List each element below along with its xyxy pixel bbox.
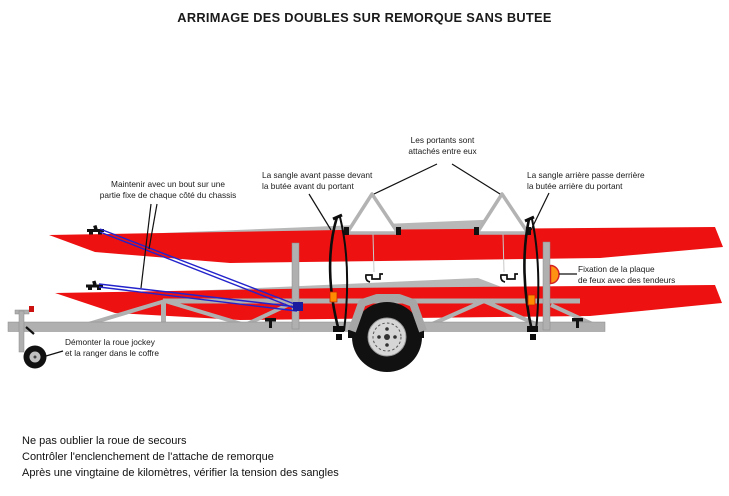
light-board <box>549 264 560 285</box>
footer-note: Ne pas oublier la roue de secours <box>22 435 187 447</box>
footer-note: Après une vingtaine de kilomètres, vérif… <box>22 467 339 480</box>
annotation-rear-strap: La sangle arrière passe derrière la buté… <box>527 170 645 191</box>
hook-icon <box>364 273 383 283</box>
rear-post <box>542 241 551 331</box>
main-beam <box>7 321 606 332</box>
annotation-line: Les portants sont <box>410 135 475 145</box>
leader-rear-strap <box>530 192 550 231</box>
annotation-front-strap: La sangle avant passe devant la butée av… <box>262 170 372 191</box>
leader-maintain-b <box>148 203 158 250</box>
portant-rear <box>474 192 531 273</box>
tie-hooks <box>364 273 518 283</box>
leader-jockey <box>45 350 64 357</box>
jockey-wheel <box>14 306 47 369</box>
annotation-line: de feux avec des tendeurs <box>578 274 676 285</box>
strap-front-buckle <box>329 291 338 303</box>
annotation-line: la butée arrière du portant <box>527 180 623 191</box>
mid-post <box>291 242 300 330</box>
annotation-supports-attached: Les portants sont attachés entre eux <box>394 135 491 156</box>
boat-upper <box>49 219 723 263</box>
annotation-line: La sangle avant passe devant <box>262 170 373 180</box>
annotation-line: partie fixe de chaque côté du chassis <box>99 189 237 200</box>
page-title: ARRIMAGE DES DOUBLES SUR REMORQUE SANS B… <box>177 10 552 25</box>
rope-anchor-point <box>293 302 303 311</box>
annotation-light-board: Fixation de la plaque de feux avec des t… <box>578 264 675 285</box>
boat-upper-hull <box>49 227 723 263</box>
mudguard <box>348 294 427 333</box>
strap-rear-buckle <box>527 294 536 306</box>
leader-portant-rear <box>451 163 501 195</box>
portant-front <box>344 192 401 273</box>
annotation-line: La sangle arrière passe derrière <box>527 170 645 180</box>
strap-front <box>328 213 349 340</box>
bow-cleat-upper <box>87 224 104 235</box>
annotation-line: Démonter la roue jockey <box>65 337 155 347</box>
annotation-line: et la ranger dans le coffre <box>65 347 159 358</box>
annotation-leader-lines <box>45 163 577 357</box>
road-wheel <box>348 294 427 372</box>
footer-notes: Ne pas oublier la roue de secours Contrô… <box>22 433 339 482</box>
hook-icon <box>499 273 518 283</box>
mooring-ropes <box>98 228 298 312</box>
annotation-line: Fixation de la plaque <box>578 264 655 274</box>
annotation-jockey-wheel: Démonter la roue jockey et la ranger dan… <box>65 337 159 358</box>
strap-rear <box>523 215 540 340</box>
annotation-line: attachés entre eux <box>408 145 477 156</box>
annotation-maintain-rope: Maintenir avec un bout sur une partie fi… <box>98 179 238 200</box>
annotation-line: Maintenir avec un bout sur une <box>111 179 225 189</box>
leader-portant-front <box>373 163 438 195</box>
leader-maintain-a <box>140 203 152 289</box>
leader-front-strap <box>308 193 332 231</box>
annotation-line: la butée avant du portant <box>262 180 354 191</box>
footer-note: Contrôler l'enclenchement de l'attache d… <box>22 451 274 464</box>
bow-cleat-lower <box>86 280 103 290</box>
